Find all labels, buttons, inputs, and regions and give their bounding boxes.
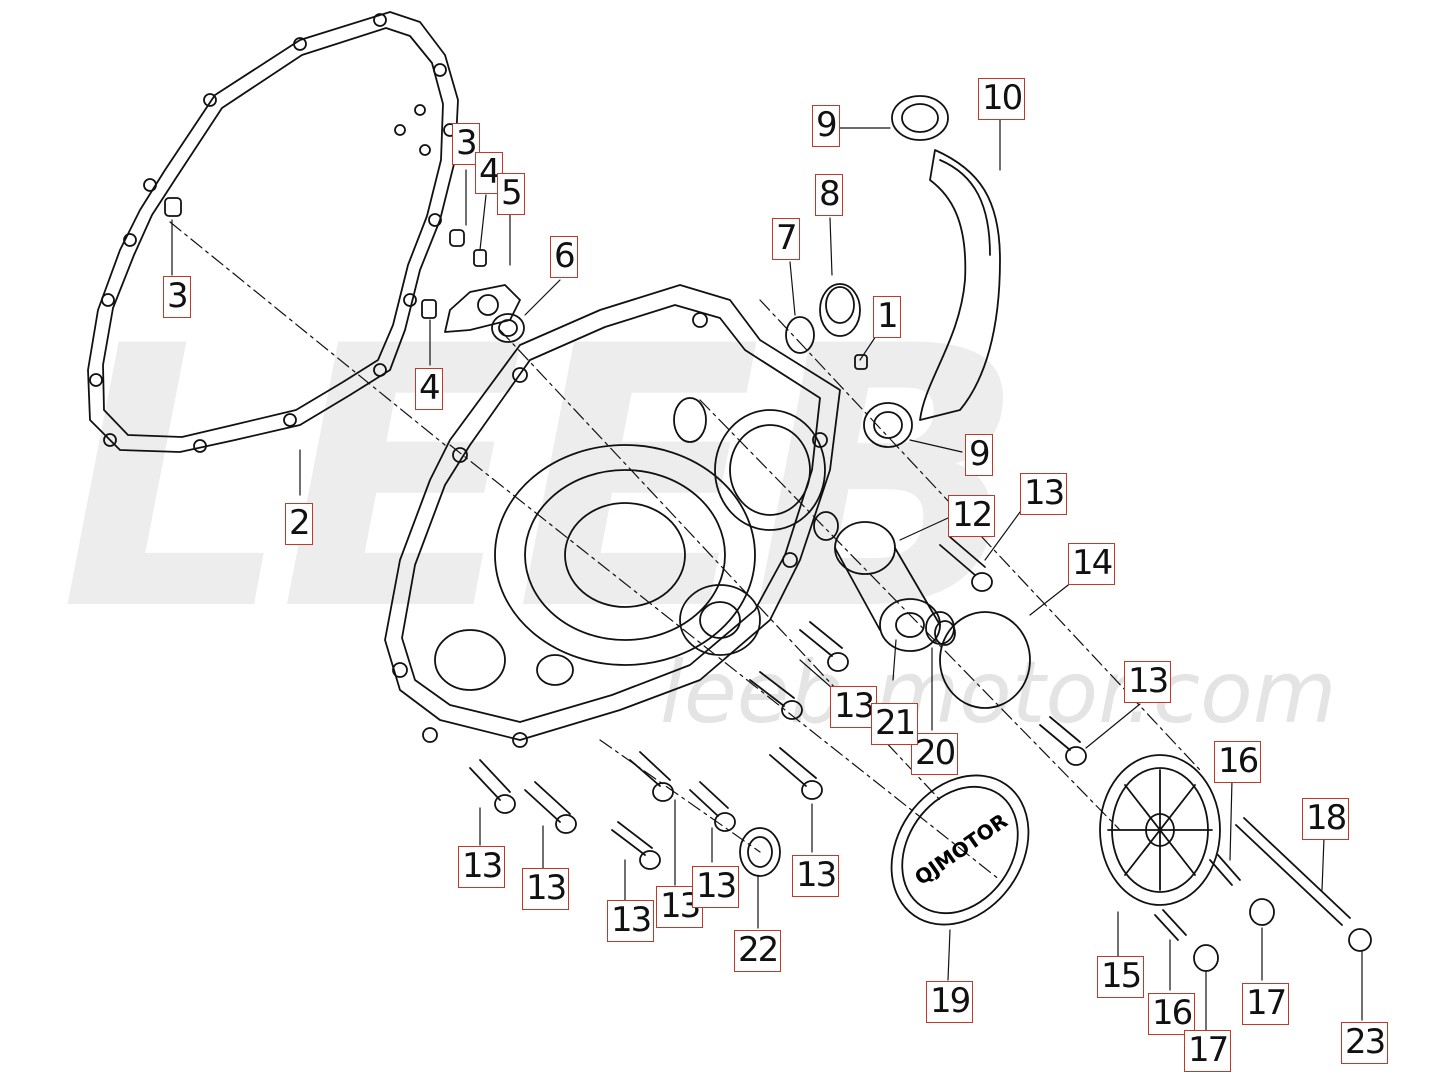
plug-part — [739, 827, 781, 877]
callout-2: 2 — [285, 503, 313, 545]
dowel-part — [854, 354, 868, 370]
callout-9a: 9 — [812, 105, 840, 147]
nut-part — [1348, 928, 1372, 952]
callout-6: 6 — [550, 236, 578, 278]
callout-4b: 4 — [415, 368, 443, 410]
oil-filter-part — [834, 521, 941, 652]
callout-20: 20 — [911, 733, 959, 775]
long-bolt-part — [1235, 817, 1351, 926]
callout-17a: 17 — [1242, 983, 1290, 1025]
callout-16a: 16 — [1214, 741, 1262, 783]
callout-13d: 13 — [458, 846, 506, 888]
callout-13h: 13 — [692, 866, 740, 908]
callout-7: 7 — [772, 218, 800, 260]
callout-1: 1 — [873, 296, 901, 338]
callout-23: 23 — [1341, 1022, 1389, 1064]
hose-part — [919, 149, 1001, 421]
callout-22: 22 — [734, 930, 782, 972]
callout-13c: 13 — [830, 686, 878, 728]
watermark-url: leeb-motor.com — [660, 643, 1337, 743]
o-ring-small-part — [813, 511, 839, 541]
clutch-cover-part — [384, 284, 841, 748]
callout-10: 10 — [978, 78, 1026, 120]
filter-cover-part — [1099, 754, 1221, 906]
callout-13a: 13 — [1020, 473, 1068, 515]
callout-8: 8 — [815, 174, 843, 216]
callout-17b: 17 — [1184, 1030, 1232, 1072]
callout-15: 15 — [1097, 956, 1145, 998]
callout-13b: 13 — [1124, 661, 1172, 703]
filler-cap-part — [819, 283, 861, 337]
bolt-group-part — [469, 536, 1087, 870]
stud-part — [1154, 854, 1241, 941]
hose-clamp-part — [863, 95, 949, 448]
callout-13f: 13 — [607, 900, 655, 942]
callout-18: 18 — [1302, 798, 1350, 840]
o-ring-part — [785, 316, 815, 354]
spring-part — [925, 611, 956, 646]
callout-9b: 9 — [965, 434, 993, 476]
callout-12: 12 — [948, 495, 996, 537]
decor-cover-part — [890, 774, 1030, 926]
oil-seal-part — [491, 313, 525, 343]
callout-14: 14 — [1068, 543, 1116, 585]
callout-13e: 13 — [522, 868, 570, 910]
dowel-pin-part — [164, 197, 465, 247]
callout-19: 19 — [926, 981, 974, 1023]
big-o-ring-part — [939, 611, 1031, 709]
callout-5: 5 — [497, 173, 525, 215]
callout-16b: 16 — [1148, 993, 1196, 1035]
callout-3b: 3 — [163, 276, 191, 318]
callout-13i: 13 — [792, 855, 840, 897]
callout-21: 21 — [871, 703, 919, 745]
gasket-part — [87, 11, 459, 453]
cap-nut-part — [1193, 898, 1275, 972]
watermark-logo: LEEB — [60, 270, 1026, 689]
